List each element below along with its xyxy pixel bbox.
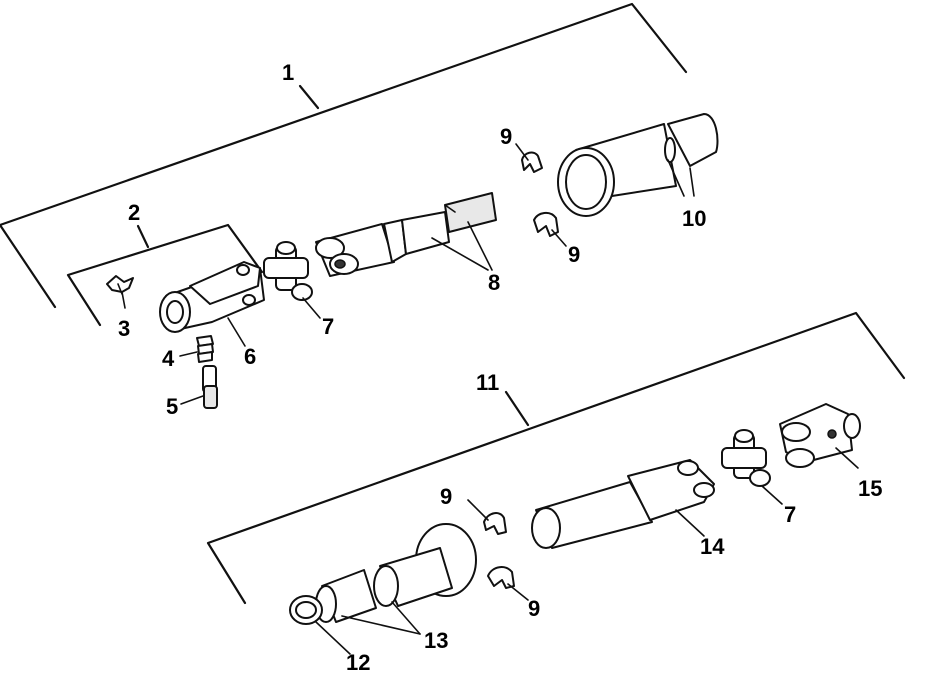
bracket-assembly-11: [206, 311, 906, 605]
callout-5: 5: [166, 394, 178, 419]
callout-10: 10: [682, 206, 706, 231]
outer-tube-part-14: [531, 459, 715, 549]
callout-11: 11: [476, 370, 499, 395]
callout-13: 13: [424, 628, 448, 653]
clip-part-9-lower-b: [487, 566, 529, 601]
inner-shaft-part-8: [315, 192, 497, 277]
universal-joint-part-7-upper: [263, 241, 321, 319]
callout-1: 1: [282, 60, 294, 85]
spring-part-4: [179, 335, 214, 363]
shield-part-13: [315, 523, 477, 635]
shield-part-10: [557, 113, 719, 217]
callout-9-upper-a: 9: [500, 124, 512, 149]
callout-6: 6: [244, 344, 256, 369]
bracket-assembly-1: [0, 2, 688, 309]
callout-9-lower-b: 9: [528, 596, 540, 621]
clip-part-9-upper-b: [533, 212, 567, 247]
callout-7-lower: 7: [784, 502, 796, 527]
callout-9-upper-b: 9: [568, 242, 580, 267]
bracket-subassembly-2: [66, 223, 264, 327]
callout-14: 14: [700, 534, 725, 559]
yoke-part-6: [159, 261, 265, 347]
ring-part-12: [289, 595, 351, 655]
clip-part-9-lower-a: [467, 499, 507, 535]
callout-4: 4: [162, 346, 175, 371]
universal-joint-part-7-lower: [721, 429, 783, 505]
callout-2: 2: [128, 200, 140, 225]
clip-part-9-upper-a: [515, 143, 543, 173]
callout-9-lower-a: 9: [440, 484, 452, 509]
yoke-part-15: [779, 403, 861, 469]
callout-15: 15: [858, 476, 882, 501]
callout-labels: 1 2 3 4 5 6 7 8 9 9 10 11 12 13 14 15 7 …: [118, 60, 882, 675]
grease-fitting-part-3: [106, 275, 134, 309]
pin-part-5: [180, 365, 218, 409]
callout-8: 8: [488, 270, 500, 295]
callout-12: 12: [346, 650, 370, 675]
callout-7-upper: 7: [322, 314, 334, 339]
callout-3: 3: [118, 316, 130, 341]
